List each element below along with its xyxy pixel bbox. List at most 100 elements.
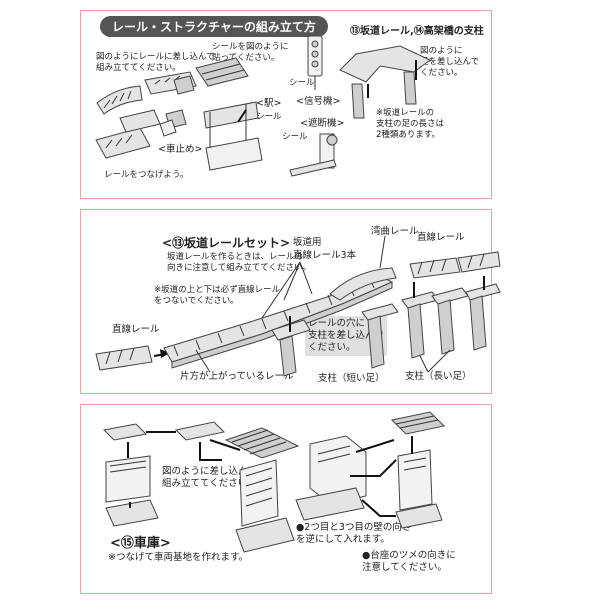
direction-note-line: 向きに注意して組み立ててください。	[167, 263, 311, 273]
long-pillar	[361, 303, 399, 321]
elevated-pillar	[339, 45, 431, 83]
short-leg-label: 支柱（短い足）	[318, 373, 385, 384]
straight-rail-label: 直線レール	[112, 324, 160, 335]
rail-tie-marks	[103, 90, 132, 109]
pillar-note-line: 足を差し込んで	[420, 57, 480, 67]
seal-note: シールを図のように 貼ってください。	[212, 42, 289, 64]
connector-line	[355, 439, 395, 453]
connector-line	[361, 499, 396, 517]
garage-title: <⑮車庫>	[110, 536, 171, 551]
garage-insert-note-line: 組み立ててください。	[162, 478, 257, 489]
label-leader	[379, 235, 386, 269]
leg-note-line: 2種類あります。	[376, 130, 441, 140]
pillar-note: 図のように 足を差し込んで ください。	[420, 46, 479, 79]
wall-direction-note: ●2つ目と3つ目の壁の向き を逆にして入れます。	[296, 522, 411, 546]
hole-note-line: ください。	[308, 342, 356, 353]
station-label: <駅>	[256, 98, 282, 109]
signal-lamp	[311, 60, 319, 68]
direction-note-line: 坂道レールを作るときは、レールの	[167, 252, 304, 262]
long-pillar-leg	[367, 315, 385, 369]
wall-note-line: を逆にして入れます。	[296, 534, 390, 545]
slope-set-title: <⑬坂道レールセット>	[162, 236, 291, 250]
top-bottom-note: ※坂道の上と下は必ず直線レール をつないでください。	[154, 285, 280, 307]
connector-line	[199, 442, 222, 461]
claw-note-line: 注意してください。	[362, 562, 447, 573]
assembly-title: レール・ストラクチャーの組み立て方	[100, 16, 328, 37]
label-leader	[419, 349, 451, 373]
signal-lamp	[311, 40, 319, 48]
garage-front	[239, 459, 279, 527]
claw-note-line: ●台座のツメの向きに	[362, 550, 456, 561]
slope-straight-label-line: 直線レール3本	[293, 250, 357, 261]
garage-roof-right	[390, 411, 446, 435]
depot-note: ※つなげて車両基地を作れます。	[108, 552, 249, 563]
leg-note-line: 支柱の足の長さは	[376, 119, 445, 129]
label-leader	[261, 261, 313, 319]
straight-rail-label: 直線レール	[417, 232, 465, 243]
seal-label: シール	[289, 78, 315, 88]
base-claw-note: ●台座のツメの向きに 注意してください。	[362, 550, 456, 574]
wall-note-line: ●2つ目と3つ目の壁の向き	[296, 522, 412, 533]
label-leader	[195, 349, 211, 373]
direction-note: 坂道レールを作るときは、レールの 向きに注意して組み立ててください。	[167, 252, 311, 274]
connect-note: レールをつなげよう。	[104, 170, 189, 180]
garage-base-small	[395, 503, 443, 529]
leg-length-note: ※坂道レールの 支柱の足の長さは 2種類あります。	[376, 108, 444, 141]
garage-base	[105, 499, 159, 527]
curve-rail-label: 湾曲レール	[371, 226, 419, 237]
top-bottom-note-line: ※坂道の上と下は必ず直線レール	[154, 285, 281, 295]
buffer-block	[159, 119, 177, 137]
garage-wall-right	[397, 449, 433, 511]
seal-label: シール	[282, 132, 308, 142]
long-pillar-leg	[407, 303, 425, 359]
seal-note-line: 貼ってください。	[212, 53, 280, 63]
slope-straight-label: 坂道用 直線レール3本	[293, 236, 356, 262]
garage-wall-lines	[109, 460, 147, 473]
join-arrowhead	[160, 349, 170, 358]
rail-tie-marks	[105, 134, 133, 149]
long-pillar	[465, 283, 501, 301]
connector-line	[209, 439, 241, 451]
hole-note-line: レールの穴に	[308, 318, 366, 329]
garage-wall-lines	[403, 457, 427, 471]
crossing-bar	[289, 159, 337, 177]
straight-rail-piece	[119, 109, 161, 133]
station-base	[205, 137, 263, 171]
garage-wall	[105, 455, 151, 503]
station-roof-lines	[201, 63, 245, 81]
pillar-leg	[403, 71, 417, 105]
signal-label: <信号機>	[296, 96, 341, 107]
crossing-label: <遮断機>	[300, 118, 345, 129]
top-bottom-note-line: をつないでください。	[154, 296, 239, 306]
slope-pillar-header: ⑬坂道レール,⑭高架橋の支柱	[350, 26, 484, 37]
garage-insert-note: 図のように差し込んで 組み立ててください。	[162, 466, 257, 490]
seal-label: シール	[256, 112, 282, 122]
buffer-label: <車止め>	[158, 144, 203, 155]
short-pillar-leg	[279, 335, 297, 377]
garage-base-right	[295, 487, 365, 521]
long-pillar-leg	[437, 299, 455, 355]
rail-connector-piece	[173, 75, 195, 95]
crossing-sign	[326, 134, 338, 146]
curve-rail	[329, 267, 397, 301]
pillar-note-line: 図のように	[420, 46, 463, 56]
straight-rail-piece	[409, 257, 461, 279]
leg-note-line: ※坂道レールの	[376, 108, 435, 118]
garage-roof-lines	[231, 429, 287, 455]
garage-roof-piece	[174, 421, 226, 441]
rail-structure-panel	[80, 10, 492, 199]
long-pillar-leg	[469, 295, 487, 351]
garage-roof-piece	[102, 423, 148, 441]
rail-insert-note-line: 図のようにレールに差し込んで	[96, 52, 215, 62]
long-leg-label: 支柱（長い足）	[405, 371, 472, 382]
garage-insert-note-line: 図のように差し込んで	[162, 466, 257, 477]
garage-windows	[245, 467, 273, 507]
assembly-title-text: レール・ストラクチャーの組み立て方	[112, 20, 316, 34]
signal-lamp	[311, 50, 319, 58]
station-platform	[203, 101, 259, 129]
seal-arrow	[237, 109, 247, 123]
pillar-note-line: ください。	[420, 68, 463, 78]
